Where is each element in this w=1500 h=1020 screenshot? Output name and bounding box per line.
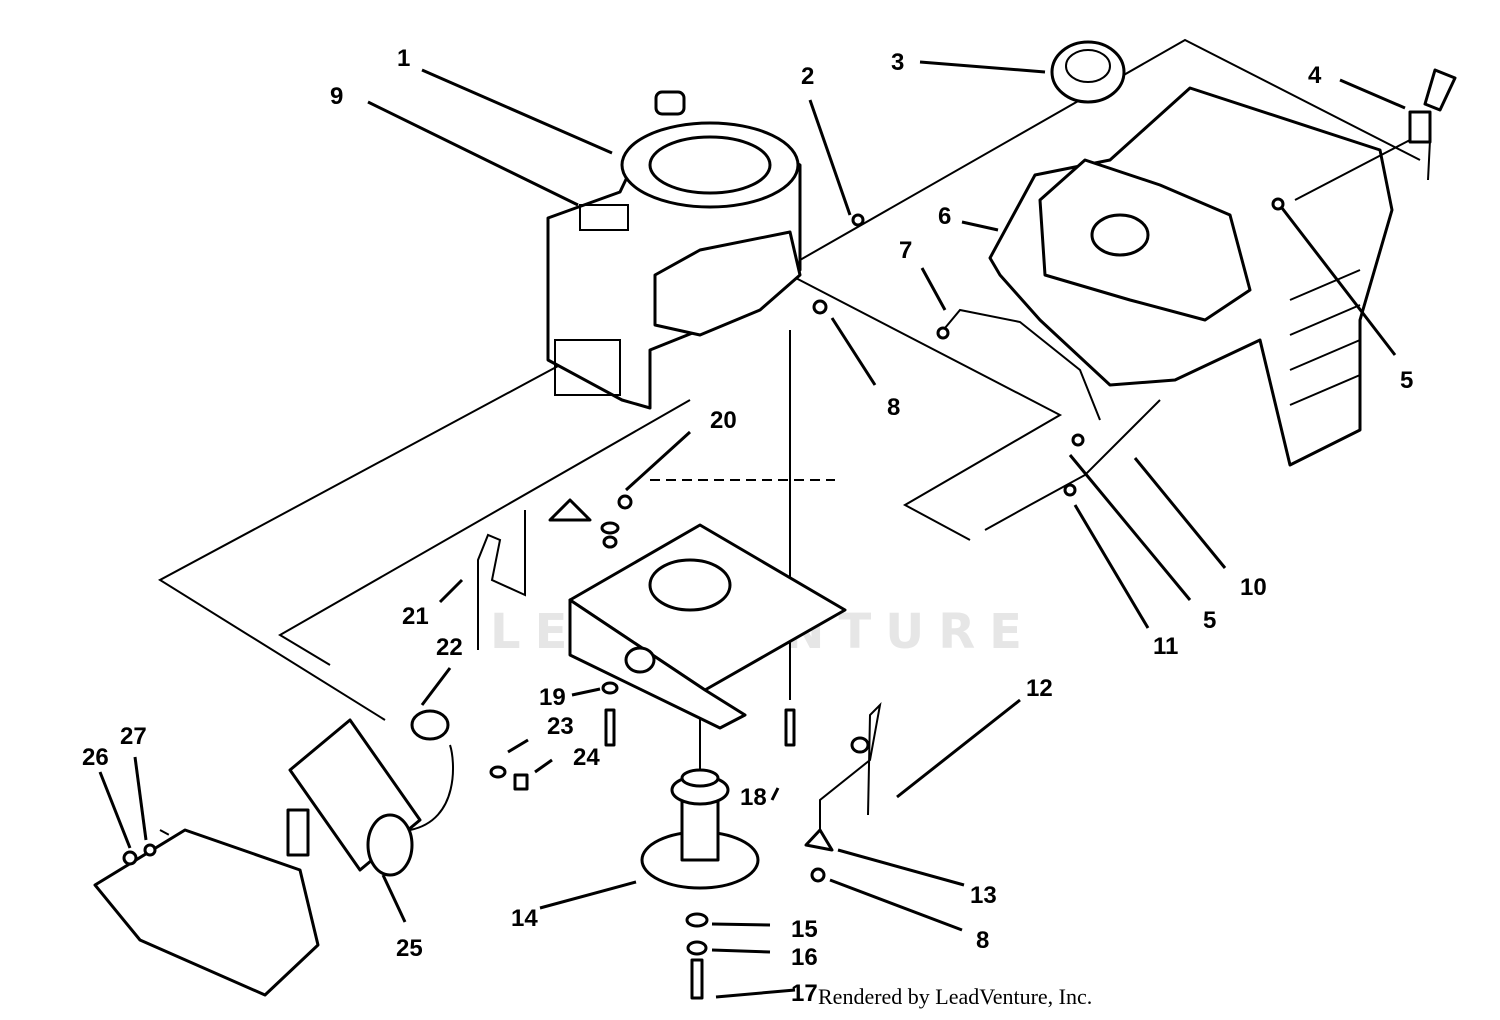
- brackets: [477, 498, 882, 852]
- callout-14: 14: [511, 905, 538, 932]
- callout-12: 12: [1026, 675, 1053, 702]
- callout-13: 13: [970, 882, 997, 909]
- fuel-cap: [1050, 40, 1126, 104]
- engine-pulley: [640, 768, 760, 890]
- callout-18: 18: [740, 784, 767, 811]
- callout-5a: 5: [1400, 367, 1413, 394]
- mounting-plate: [568, 523, 847, 730]
- throttle-control: [1294, 68, 1457, 201]
- callouts: 1 2 3 4 5 5 6 7 8 8 9 10 11 12 13 14 15 …: [82, 45, 1413, 1007]
- hardware: [122, 197, 1285, 1000]
- reference-lines: [158, 38, 1421, 906]
- callout-8b: 8: [976, 927, 989, 954]
- callout-11: 11: [1153, 633, 1178, 660]
- callout-2: 2: [801, 63, 814, 90]
- callout-17: 17: [791, 980, 818, 1007]
- credit-text: Rendered by LeadVenture, Inc.: [818, 984, 1093, 1009]
- muffler: [286, 709, 454, 877]
- callout-22: 22: [436, 634, 463, 661]
- callout-20: 20: [710, 407, 737, 434]
- leader-lines: [98, 60, 1406, 999]
- callout-8a: 8: [887, 394, 900, 421]
- callout-25: 25: [396, 935, 423, 962]
- callout-16: 16: [791, 944, 818, 971]
- callout-1: 1: [397, 45, 410, 72]
- callout-4: 4: [1308, 62, 1322, 89]
- callout-26: 26: [82, 744, 109, 771]
- callout-24: 24: [573, 744, 600, 771]
- callout-19: 19: [539, 684, 566, 711]
- callout-9: 9: [330, 83, 343, 110]
- callout-15: 15: [791, 916, 818, 943]
- callout-7: 7: [899, 237, 912, 264]
- callout-5b: 5: [1203, 607, 1216, 634]
- callout-27: 27: [120, 723, 147, 750]
- callout-6: 6: [938, 203, 951, 230]
- callout-10: 10: [1240, 574, 1267, 601]
- fuel-tank: [988, 86, 1394, 467]
- callout-21: 21: [402, 603, 429, 630]
- heat-shield: [93, 828, 320, 997]
- callout-23: 23: [547, 713, 574, 740]
- engine: [546, 90, 802, 410]
- callout-3: 3: [891, 49, 904, 76]
